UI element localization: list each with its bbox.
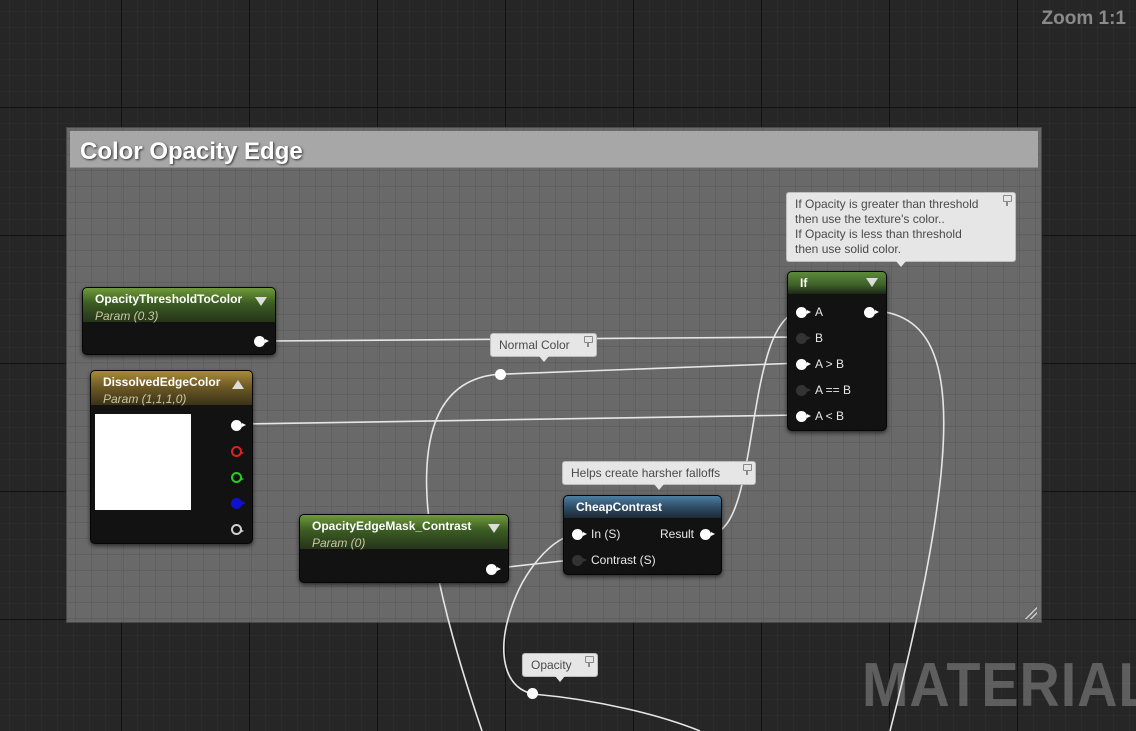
input-pin-a-greater-b[interactable] [796, 359, 811, 370]
collapse-arrow-icon[interactable] [488, 524, 500, 533]
wire-result-to-a [714, 310, 801, 534]
reroute-node-opacity[interactable] [527, 688, 538, 699]
opacity-edge-mask-node[interactable]: OpacityEdgeMask_Contrast Param (0) [299, 514, 509, 583]
node-title: OpacityThresholdToColor [95, 292, 243, 306]
pin-label-a: A [815, 305, 824, 319]
opacity-bubble[interactable]: Opacity [522, 653, 598, 682]
pin-label-contrast: Contrast (S) [591, 553, 656, 567]
wire-opacity-to-in [503, 532, 581, 695]
pin-label-b: B [815, 331, 824, 345]
output-pin-b[interactable] [231, 498, 246, 509]
zoom-level-label: Zoom 1:1 [1041, 8, 1126, 29]
wire-opacity-out [532, 693, 701, 731]
resize-grip-icon[interactable] [1025, 607, 1037, 619]
comment-title[interactable]: Color Opacity Edge [80, 138, 303, 165]
bubble-line: If Opacity is greater than threshold [795, 197, 979, 211]
output-pin-rgba[interactable] [231, 420, 246, 431]
node-title: DissolvedEdgeColor [103, 375, 221, 389]
node-header[interactable]: If [788, 272, 886, 294]
bubble-text: Opacity [531, 658, 572, 672]
output-pin[interactable] [254, 336, 269, 347]
bubble-text: Normal Color [499, 338, 570, 352]
pin-icon[interactable] [585, 656, 594, 668]
wire-if-output [878, 310, 945, 731]
cheap-contrast-node[interactable]: CheapContrast In (S) Contrast (S) Result [563, 495, 722, 575]
collapse-arrow-icon[interactable] [866, 278, 878, 287]
collapse-arrow-icon[interactable] [255, 297, 267, 306]
input-pin-a-less-b[interactable] [796, 411, 811, 422]
wire-reroute-to-agtb [505, 362, 801, 375]
if-comment-bubble[interactable]: If Opacity is greater than threshold the… [786, 192, 1016, 267]
color-swatch[interactable] [95, 414, 191, 510]
opacity-threshold-node[interactable]: OpacityThresholdToColor Param (0.3) [82, 287, 276, 355]
dissolved-edge-color-node[interactable]: DissolvedEdgeColor Param (1,1,1,0) [90, 370, 253, 544]
output-pin[interactable] [864, 307, 879, 318]
node-subtitle: Param (0) [312, 536, 366, 550]
node-subtitle: Param (0.3) [95, 309, 159, 323]
pin-label-a-less-b: A < B [815, 409, 845, 423]
expand-arrow-icon[interactable] [232, 380, 244, 389]
input-pin-a[interactable] [796, 307, 811, 318]
normal-color-bubble[interactable]: Normal Color [490, 333, 597, 362]
bubble-text: Helps create harsher falloffs [571, 466, 721, 480]
harsher-falloffs-bubble[interactable]: Helps create harsher falloffs [562, 461, 756, 490]
pin-label-result: Result [660, 527, 695, 541]
wire-reroute-down [425, 373, 502, 731]
output-pin-r[interactable] [231, 446, 244, 457]
wire-color-to-altb [243, 414, 801, 425]
node-header[interactable]: OpacityEdgeMask_Contrast Param (0) [300, 515, 508, 550]
graph-type-watermark: MATERIAL [862, 651, 1136, 720]
output-pin-a[interactable] [231, 524, 244, 535]
node-title: If [800, 276, 808, 290]
node-header[interactable]: DissolvedEdgeColor Param (1,1,1,0) [91, 371, 252, 406]
pin-label-a-equals-b: A == B [815, 383, 852, 397]
comment-header[interactable]: Color Opacity Edge [70, 131, 1038, 168]
bubble-line: then use solid color. [795, 242, 902, 256]
node-header[interactable]: CheapContrast [564, 496, 721, 518]
input-pin-b[interactable] [796, 333, 811, 344]
output-pin-g[interactable] [231, 472, 244, 483]
node-subtitle: Param (1,1,1,0) [103, 392, 187, 406]
node-title: OpacityEdgeMask_Contrast [312, 519, 472, 533]
bubble-line: then use the texture's color.. [795, 212, 945, 226]
node-title: CheapContrast [576, 500, 663, 514]
input-pin-contrast[interactable] [572, 555, 587, 566]
input-pin-in[interactable] [572, 529, 587, 540]
pin-label-a-greater-b: A > B [815, 357, 845, 371]
pin-icon[interactable] [1003, 195, 1012, 207]
reroute-node-normal-color[interactable] [495, 369, 506, 380]
bubble-line: If Opacity is less than threshold [795, 227, 962, 241]
node-header[interactable]: OpacityThresholdToColor Param (0.3) [83, 288, 275, 323]
output-pin-result[interactable] [700, 529, 715, 540]
if-node[interactable]: If A B A > B A == B A < B [787, 271, 887, 431]
pin-icon[interactable] [584, 336, 593, 348]
pin-label-in: In (S) [591, 527, 621, 541]
input-pin-a-equals-b[interactable] [796, 385, 811, 396]
output-pin[interactable] [486, 564, 501, 575]
pin-icon[interactable] [743, 464, 752, 476]
